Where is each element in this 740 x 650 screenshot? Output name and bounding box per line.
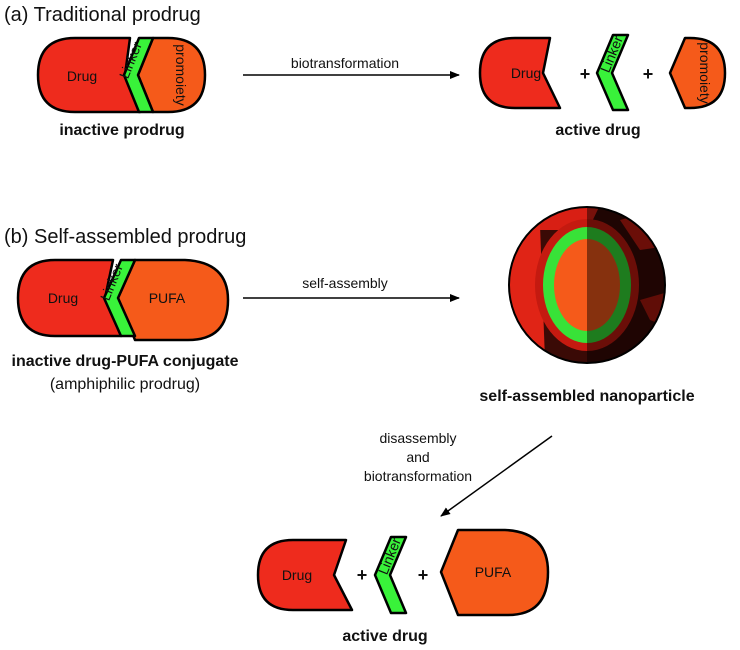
- active-drug-products-b: Drug + Linker + PUFA: [256, 528, 550, 617]
- active-drug-products-a: Drug + Linker + promoiety: [478, 33, 727, 112]
- pufa-label: PUFA: [475, 564, 512, 580]
- promoiety-part: [136, 36, 207, 114]
- nanoparticle-caption: self-assembled nanoparticle: [479, 388, 694, 405]
- linker-label: Linker: [375, 535, 404, 577]
- disassembly-label: disassembly: [379, 430, 456, 446]
- drug-pufa-conjugate: Drug Linker PUFA: [16, 258, 230, 342]
- promoiety-label: promoiety: [697, 42, 713, 103]
- drug-label: Drug: [67, 68, 97, 84]
- drug-part: [478, 36, 562, 110]
- linker-part: [122, 36, 155, 114]
- drug-part: [16, 258, 123, 338]
- drug-part: [256, 538, 354, 612]
- drug-label: Drug: [48, 290, 78, 306]
- self-assembly-label: self-assembly: [302, 275, 388, 291]
- traditional-prodrug-molecule: Drug Linker promoiety: [36, 36, 207, 114]
- linker-part: [373, 535, 408, 615]
- promoiety-part: [668, 36, 727, 110]
- active-drug-caption-a: active drug: [555, 122, 640, 139]
- biotransformation-label: biotransformation: [291, 55, 399, 71]
- nanoparticle: [508, 206, 666, 364]
- section-a-title: (a) Traditional prodrug: [4, 4, 201, 26]
- pufa-part: [116, 258, 230, 342]
- conjugate-caption: inactive drug-PUFA conjugate: [12, 353, 239, 370]
- plus-sign: +: [580, 64, 591, 84]
- and-label: and: [406, 449, 429, 465]
- plus-sign: +: [643, 64, 654, 84]
- plus-sign: +: [418, 565, 429, 585]
- section-b-title: (b) Self-assembled prodrug: [4, 226, 246, 248]
- promoiety-label: promoiety: [173, 44, 189, 105]
- biotransformation-label-b: biotransformation: [364, 468, 472, 484]
- plus-sign: +: [357, 565, 368, 585]
- active-drug-caption-b: active drug: [342, 628, 427, 645]
- pufa-label: PUFA: [149, 290, 186, 306]
- amphiphilic-caption: (amphiphilic prodrug): [50, 376, 200, 393]
- disassembly-arrow: [440, 435, 553, 517]
- drug-label: Drug: [511, 65, 541, 81]
- drug-label: Drug: [282, 567, 312, 583]
- linker-part: [595, 33, 630, 112]
- inactive-prodrug-caption: inactive prodrug: [59, 122, 184, 139]
- linker-label: Linker: [597, 33, 626, 75]
- pufa-part: [439, 528, 550, 617]
- linker-part: [102, 258, 137, 338]
- drug-part: [36, 36, 142, 114]
